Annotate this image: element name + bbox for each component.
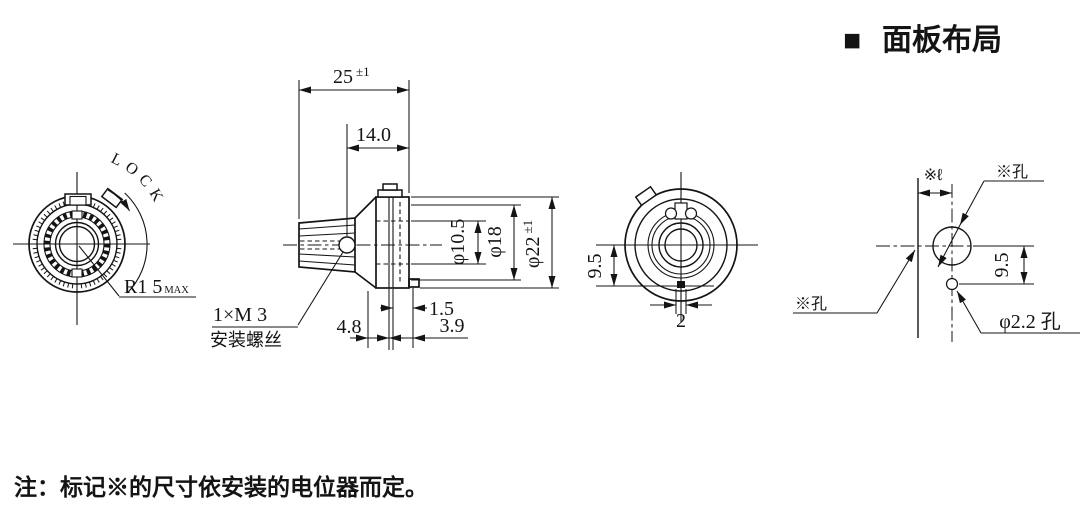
pilot-hole-leader [956, 290, 982, 334]
rear-hole-ring [658, 222, 704, 268]
body-top-tab [377, 189, 403, 198]
dim-shaft-dia: φ10.5 [447, 219, 469, 266]
radius-leader [78, 245, 120, 297]
collet-line [298, 232, 356, 237]
rear-hole [664, 228, 698, 262]
flange-bottom [354, 271, 377, 289]
anti-rotation-tang [677, 281, 685, 288]
front-top-tab-inner [69, 195, 87, 206]
body-step [408, 278, 420, 288]
dim-thread-length: 3.9 [440, 315, 465, 337]
set-screw-hole [338, 236, 356, 254]
panel-main-hole [932, 226, 972, 266]
screw-leader-label-cn: 安装螺丝 [210, 330, 282, 350]
lock-travel-arc [124, 192, 148, 294]
knurl-ticks [32, 199, 122, 289]
collet-line [298, 260, 356, 266]
collet-line [298, 253, 356, 258]
panel-hole-label-top: ※孔 [996, 163, 1028, 181]
dim-tang-width: 2 [676, 310, 686, 332]
panel-pilot-hole [945, 277, 959, 291]
dim-overall-tol: ±1 [356, 64, 370, 79]
radius-suffix: MAX [164, 285, 189, 296]
dim-step: 1.5 [429, 298, 454, 320]
rear-screw-hole-left [664, 207, 678, 220]
dim-panel-offset: ※ℓ [924, 167, 943, 184]
lock-direction-arrow [107, 189, 131, 212]
screw-leader-label: 1×M 3 [213, 304, 267, 326]
hole-leader-top-2 [937, 224, 961, 268]
dim-ring-dia: φ18 [484, 226, 506, 258]
body-top-tab-upper [382, 183, 398, 191]
dim-body-dia-tol: ±1 [520, 220, 535, 234]
rear-lock-lever [634, 185, 658, 207]
rear-slot [674, 202, 688, 220]
front-index-notch-top [71, 210, 83, 220]
pilot-hole-label: φ2.2 孔 [999, 310, 1061, 333]
side-view: 25±1 14.0 φ10.5 φ18 φ22±1 1.5 4.8 3.9 [210, 64, 559, 350]
dim-body-dia: φ22±1 [520, 220, 544, 268]
flange-top [354, 196, 377, 219]
hole-leader-top [959, 180, 985, 226]
footnote: 注：标记※的尺寸依安装的电位器而定。 [14, 474, 428, 500]
dim-bushing-length: 4.8 [337, 316, 362, 338]
front-hole-ring [54, 221, 100, 267]
dim-overall-length: 25±1 [333, 64, 370, 88]
hole-leader-left [876, 249, 916, 314]
title-bullet: ■ [843, 24, 861, 57]
collet-line [298, 224, 356, 230]
dim-tang-offset: 9.5 [584, 254, 606, 279]
dim-knob-length: 14.0 [356, 124, 391, 146]
rear-screw-hole-right [684, 207, 698, 220]
page-title: 面板布局 [882, 24, 1002, 57]
screw-leader [297, 251, 344, 326]
front-index-notch-bottom [71, 268, 83, 278]
rear-view: 9.5 2 [584, 172, 758, 332]
panel-layout-view: ※ℓ ※孔 ※孔 9.5 φ2.2 孔 [793, 163, 1080, 342]
panel-hole-label-left: ※孔 [795, 295, 827, 313]
front-hole [58, 225, 96, 263]
front-lock-lever [100, 187, 124, 209]
dim-pilot-offset: 9.5 [991, 253, 1013, 278]
